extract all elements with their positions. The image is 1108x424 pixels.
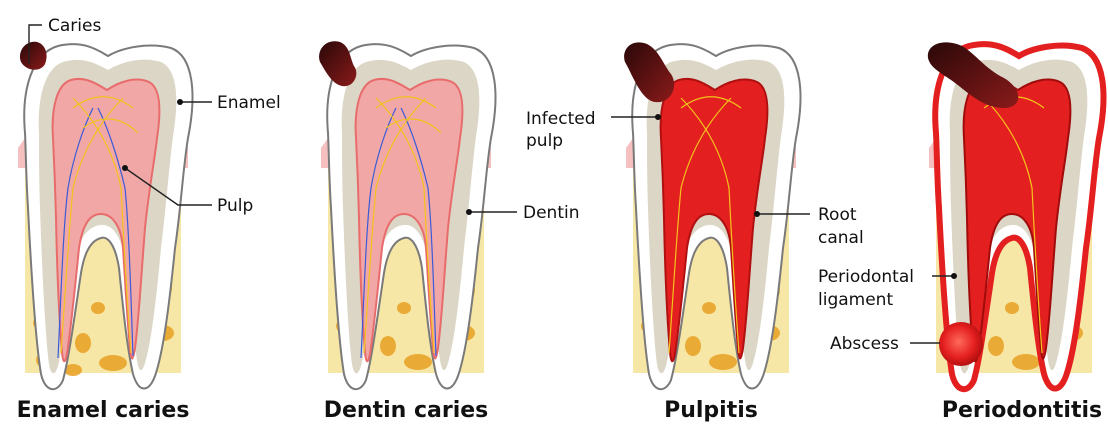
caption-enamel-caries: Enamel caries: [17, 398, 190, 423]
label-abscess: Abscess: [830, 334, 899, 354]
tooth-periodontitis: [928, 42, 1104, 389]
label-periodontal-line1: Periodontal: [818, 267, 914, 287]
caption-pulpitis: Pulpitis: [664, 398, 758, 423]
caption-dentin-caries: Dentin caries: [324, 398, 489, 423]
label-pulp: Pulp: [217, 196, 253, 216]
label-enamel: Enamel: [217, 93, 281, 113]
abscess: [939, 322, 983, 366]
label-infected-pulp-line2: pulp: [526, 131, 563, 151]
label-infected-pulp-line1: Infected: [526, 109, 596, 129]
label-caries: Caries: [48, 16, 101, 36]
label-periodontal-line2: ligament: [818, 290, 893, 310]
caries-spot: [20, 42, 47, 70]
caries-spot: [319, 41, 356, 86]
label-root-canal-line2: canal: [818, 228, 864, 248]
tooth-enamel-caries: [18, 42, 192, 389]
caption-periodontitis: Periodontitis: [942, 398, 1102, 423]
tooth-pulpitis: [624, 42, 800, 389]
label-dentin: Dentin: [523, 203, 580, 223]
tooth-dentin-caries: [319, 41, 495, 389]
label-root-canal-line1: Root: [818, 205, 857, 225]
